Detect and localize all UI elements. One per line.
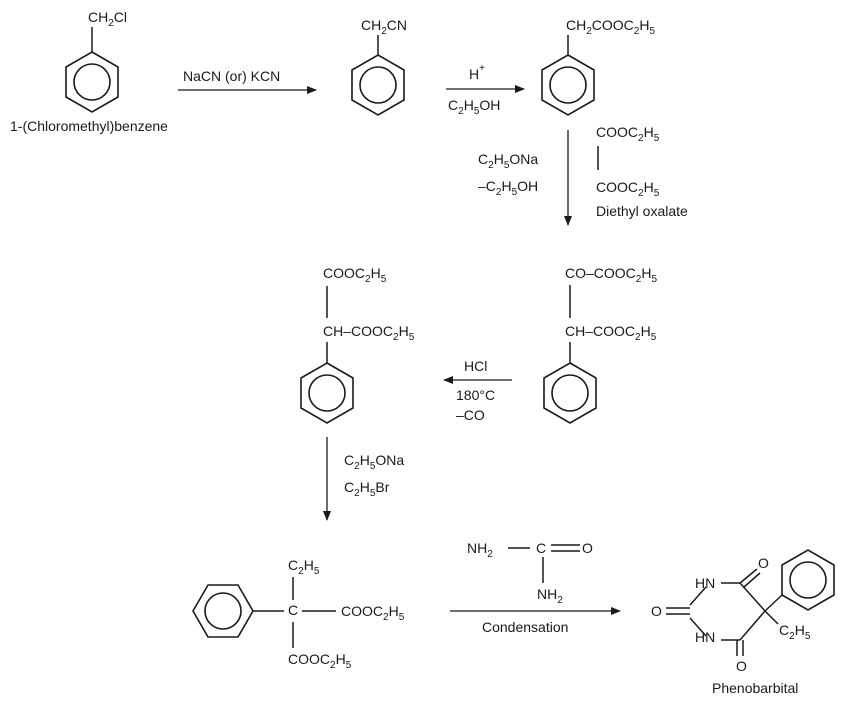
bond <box>689 586 707 606</box>
compound-diethyl-ethylphenylmalonate: C2H5 C COOC2H5 COOC2H5 <box>192 557 405 671</box>
step-5-arrow: C2H5ONa C2H5Br <box>323 437 404 521</box>
oxalate-ester-top: COOC2H5 <box>596 124 660 144</box>
step-3-arrow: C2H5ONa –C2H5OH <box>478 130 572 226</box>
urea-nh2-left: NH2 <box>467 540 493 560</box>
phenylmalonate-top-ester: COOC2H5 <box>323 265 387 285</box>
step-4-reagent: HCl <box>464 358 487 374</box>
urea-oxygen: O <box>582 540 593 556</box>
phenobarbital-oxygen-6: O <box>736 658 747 674</box>
step-2-arrow: H+ C2H5OH <box>446 63 525 117</box>
benzene-ring <box>192 584 254 638</box>
compound-phenobarbital: O O O HN HN C2H5 Phenobarbital <box>651 549 835 696</box>
step-6-arrow: Condensation <box>450 607 621 635</box>
urea-carbon: C <box>536 540 546 556</box>
bond <box>739 568 758 584</box>
benzene-ring <box>351 54 405 116</box>
urea-nh2-bottom: NH2 <box>537 586 563 606</box>
phenobarbital-ethyl-group: C2H5 <box>779 622 811 642</box>
phenobarbital-nh-bottom: HN <box>695 629 715 645</box>
phenobarbital-name: Phenobarbital <box>712 680 798 696</box>
ester-right: COOC2H5 <box>341 603 405 623</box>
step-1-reagent: NaCN (or) KCN <box>183 68 280 84</box>
step-5-base: C2H5ONa <box>344 452 404 472</box>
step-4-arrow: HCl 180°C –CO <box>443 358 512 423</box>
bond <box>739 610 766 641</box>
oxalyl-mid-group: CH–COOC2H5 <box>565 323 657 343</box>
step-5-alkylating-agent: C2H5Br <box>344 479 390 499</box>
step-2-solvent: C2H5OH <box>448 97 500 117</box>
diethyl-oxalate-name: Diethyl oxalate <box>596 203 688 219</box>
bond <box>743 572 761 588</box>
benzene-ring <box>781 549 835 611</box>
ester-bottom: COOC2H5 <box>288 651 352 671</box>
compound-diethyl-oxalate: COOC2H5 COOC2H5 Diethyl oxalate <box>596 124 688 219</box>
compound-benzyl-cyanide: CH2CN <box>351 17 407 116</box>
step-3-base: C2H5ONa <box>478 151 538 171</box>
phenobarbital-nh-top: HN <box>695 575 715 591</box>
oxalate-ester-bottom: COOC2H5 <box>596 179 660 199</box>
benzyl-cyanide-substituent: CH2CN <box>361 17 407 37</box>
step-4-byproduct: –CO <box>456 407 485 423</box>
benzene-ring <box>543 362 597 424</box>
bond <box>689 617 707 637</box>
compound-diethyl-phenylmalonate: COOC2H5 CH–COOC2H5 <box>300 265 415 424</box>
benzene-ring <box>65 51 119 113</box>
phenylmalonate-mid-group: CH–COOC2H5 <box>323 323 415 343</box>
ethyl-group: C2H5 <box>288 557 320 577</box>
ethyl-phenylacetate-substituent: CH2COOC2H5 <box>566 17 655 37</box>
benzene-ring <box>541 54 595 116</box>
step-1-arrow: NaCN (or) KCN <box>178 68 317 94</box>
quaternary-carbon: C <box>288 602 298 618</box>
bond <box>764 610 779 625</box>
phenobarbital-oxygen-2: O <box>651 603 662 619</box>
benzyl-chloride-substituent: CH2Cl <box>88 9 127 29</box>
reagent-urea: NH2 C O NH2 <box>467 540 593 606</box>
bond <box>764 594 783 612</box>
step-2-catalyst: H+ <box>469 63 485 82</box>
benzyl-chloride-name: 1-(Chloromethyl)benzene <box>10 118 168 134</box>
step-3-byproduct: –C2H5OH <box>478 178 538 198</box>
benzene-ring <box>300 362 354 424</box>
step-4-temperature: 180°C <box>456 387 495 403</box>
phenobarbital-oxygen-4: O <box>758 555 769 571</box>
bond <box>739 582 766 612</box>
compound-ethyl-phenylacetate: CH2COOC2H5 <box>541 17 655 116</box>
step-6-label: Condensation <box>482 619 568 635</box>
compound-benzyl-chloride: CH2Cl 1-(Chloromethyl)benzene <box>10 9 168 134</box>
compound-oxalyl-intermediate: CO–COOC2H5 CH–COOC2H5 <box>543 265 657 424</box>
oxalyl-top-group: CO–COOC2H5 <box>565 265 657 285</box>
